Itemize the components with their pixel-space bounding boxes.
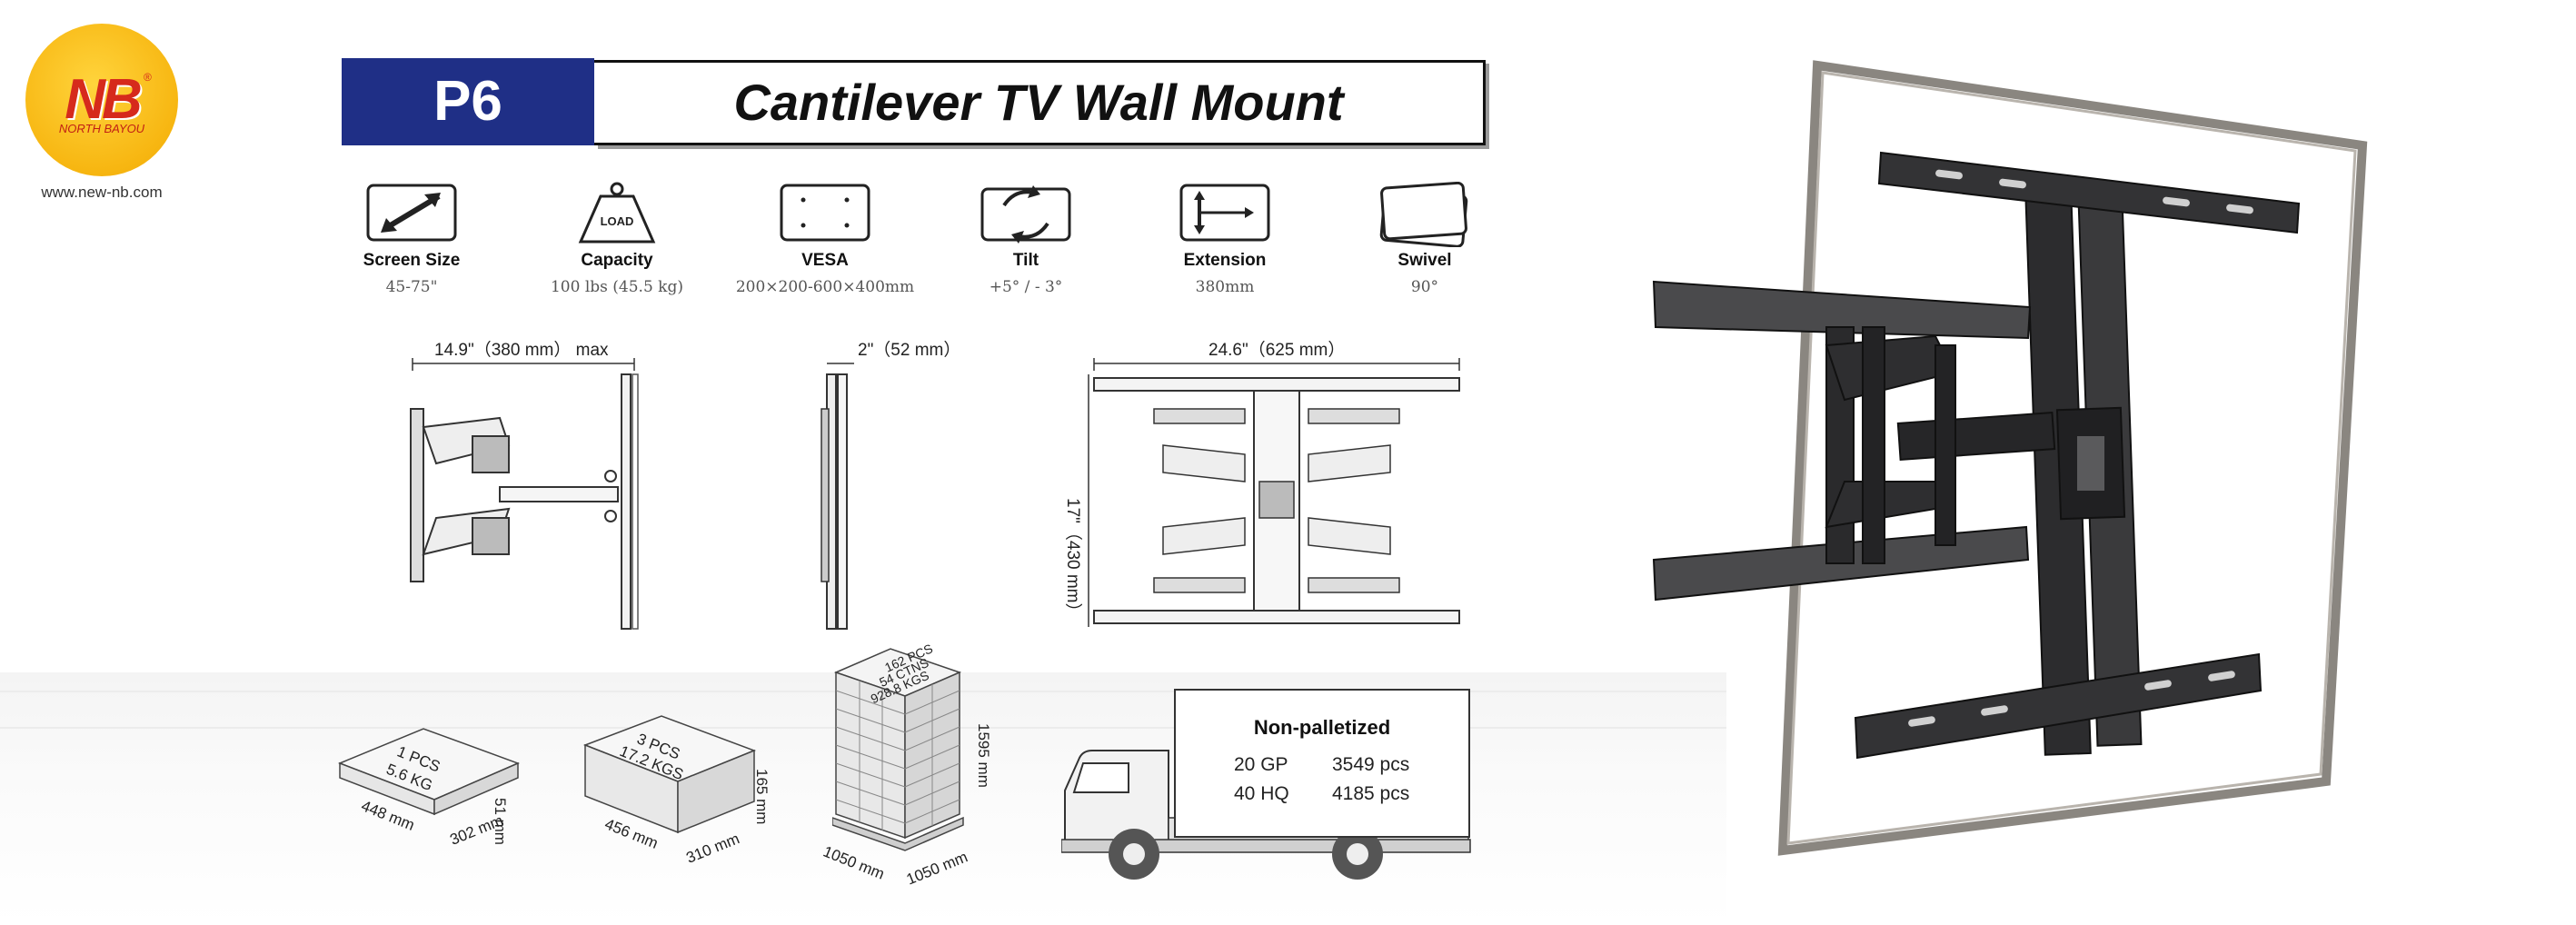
website-link[interactable]: www.new-nb.com <box>41 184 163 201</box>
spec-tilt: Tilt +5° / - 3° <box>926 182 1126 296</box>
container-20gp-label: 20 GP <box>1234 754 1288 775</box>
carton-height: 165 mm <box>753 769 771 825</box>
extension-icon <box>1125 182 1325 247</box>
spec-value: 45-75" <box>385 278 438 296</box>
vesa-icon <box>725 182 925 247</box>
spec-value: +5° / - 3° <box>989 278 1063 296</box>
spec-value: 200×200-600×400mm <box>735 278 915 296</box>
registered-mark-icon: ® <box>144 71 152 84</box>
spec-screen-size: Screen Size 45-75" <box>312 182 512 296</box>
spec-swivel: Swivel 90° <box>1325 181 1525 296</box>
spec-label: Swivel <box>1397 251 1452 270</box>
pallet-height: 1595 mm <box>975 723 992 788</box>
spec-value: 380mm <box>1195 278 1255 296</box>
screen-size-icon <box>312 182 512 247</box>
model-badge: P6 <box>342 58 594 145</box>
brand-logo[interactable]: NB ® NORTH BAYOU <box>25 24 178 176</box>
swivel-icon <box>1325 181 1525 248</box>
spec-label: Tilt <box>1012 251 1039 270</box>
spec-vesa: VESA 200×200-600×400mm <box>725 182 925 296</box>
container-40hq-label: 40 HQ <box>1234 783 1289 804</box>
shipping-title: Non-palletized <box>1253 716 1391 739</box>
logo-subtitle: NORTH BAYOU <box>58 122 145 135</box>
load-weight-icon: LOAD <box>517 182 717 247</box>
single-box-height: 51 mm <box>492 798 509 845</box>
carton-box-drawing <box>582 715 757 834</box>
tilt-icon <box>926 182 1126 247</box>
spec-label: Extension <box>1183 251 1267 270</box>
product-image <box>1652 60 2368 856</box>
spec-label: Capacity <box>581 251 653 270</box>
spec-label: Screen Size <box>363 251 461 270</box>
spec-value: 90° <box>1410 278 1439 296</box>
spec-extension: Extension 380mm <box>1125 182 1325 296</box>
pallet-drawing <box>832 648 964 851</box>
extension-dimension-label: 14.9"（380 mm） max <box>434 341 609 360</box>
page-title: Cantilever TV Wall Mount <box>594 60 1486 145</box>
width-dimension-label: 24.6"（625 mm） <box>1208 341 1346 360</box>
depth-dimension-label: 2"（52 mm） <box>858 341 961 360</box>
spec-capacity: LOAD Capacity 100 lbs (45.5 kg) <box>517 182 717 296</box>
shipping-info-panel: Non-palletized 20 GP 3549 pcs 40 HQ 4185… <box>1174 689 1470 838</box>
spec-value: 100 lbs (45.5 kg) <box>550 278 683 296</box>
single-box-drawing <box>337 728 521 816</box>
front-view-drawing <box>1088 358 1460 627</box>
container-40hq-qty: 4185 pcs <box>1332 783 1410 804</box>
side-view-extended-drawing <box>410 358 639 630</box>
load-icon-text: LOAD <box>601 214 634 228</box>
spec-label: VESA <box>801 251 849 270</box>
logo-mark: NB <box>65 68 143 131</box>
container-20gp-qty: 3549 pcs <box>1332 754 1410 775</box>
side-view-folded-drawing <box>821 363 854 630</box>
